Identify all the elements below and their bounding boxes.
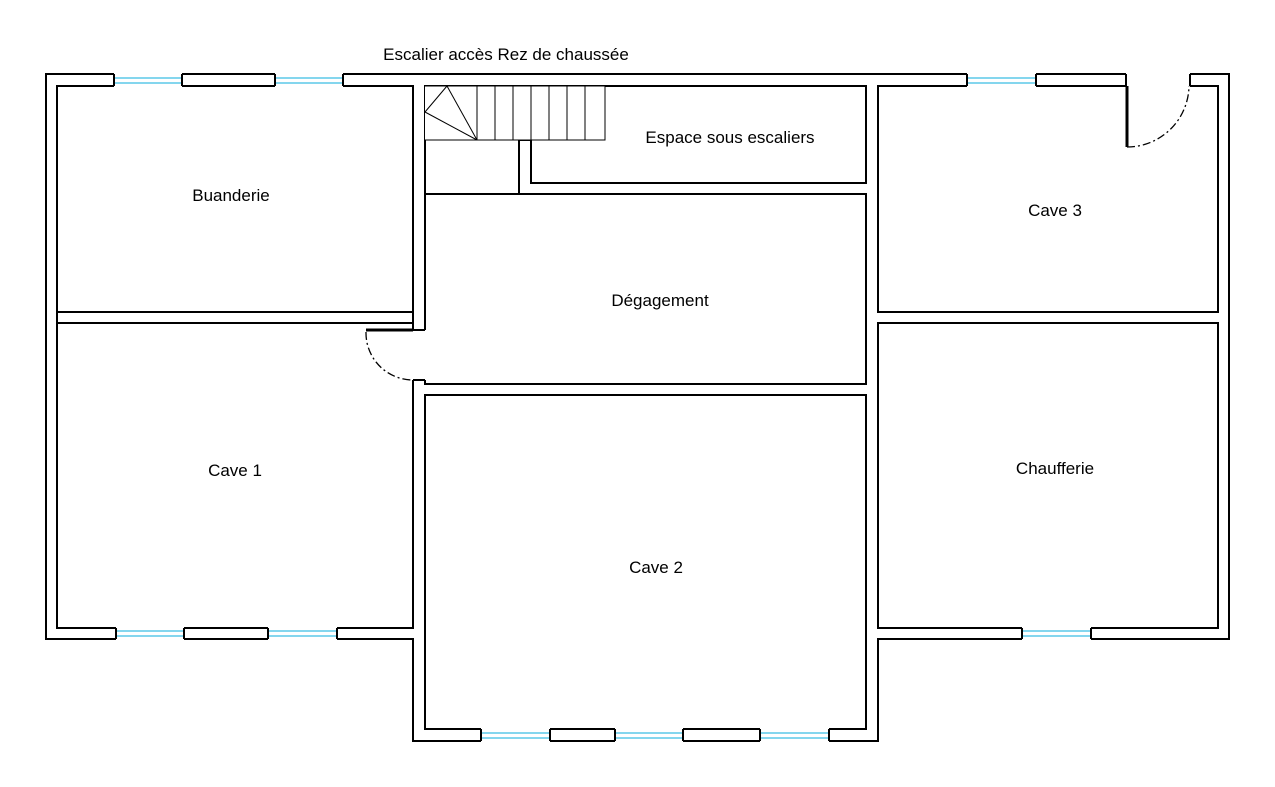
label-buanderie: Buanderie [192, 186, 270, 205]
room-buanderie [56, 85, 414, 313]
label-degagement: Dégagement [611, 291, 709, 310]
label-cave-1: Cave 1 [208, 461, 262, 480]
door-cave-1 [365, 328, 426, 381]
label-stair-access: Escalier accès Rez de chaussée [383, 45, 629, 64]
label-under-stairs: Espace sous escaliers [645, 128, 814, 147]
room-cave-1 [56, 322, 414, 629]
room-cave-3 [877, 85, 1219, 313]
label-chaufferie: Chaufferie [1016, 459, 1094, 478]
label-cave-3: Cave 3 [1028, 201, 1082, 220]
windows [113, 73, 1092, 742]
room-degagement [424, 193, 867, 385]
staircase [424, 85, 606, 141]
room-cave-2 [424, 394, 867, 730]
label-cave-2: Cave 2 [629, 558, 683, 577]
door-cave-3 [1125, 73, 1191, 148]
